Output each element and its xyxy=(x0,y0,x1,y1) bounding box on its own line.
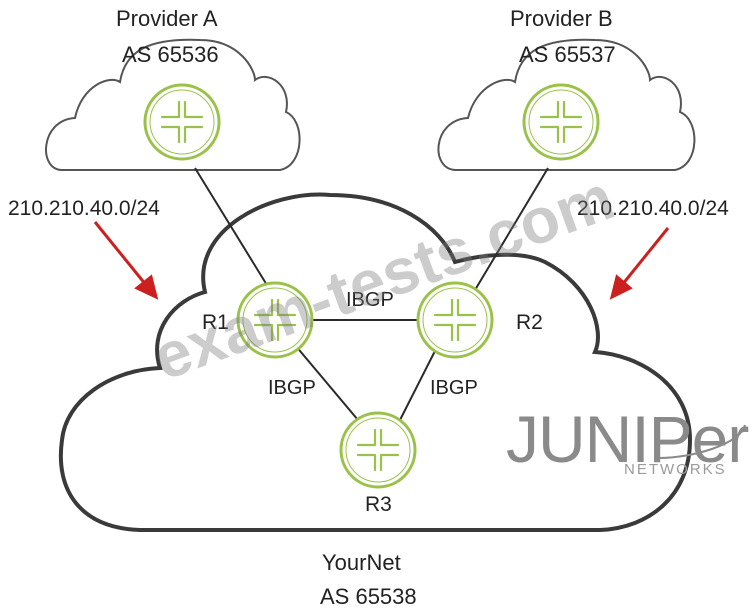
juniper-logo-swoosh xyxy=(659,424,746,459)
provider-b-as: AS 65537 xyxy=(519,42,616,67)
link-providerB-r2 xyxy=(474,167,549,291)
links-layer xyxy=(194,167,549,421)
ibgp-r1-r3-label: IBGP xyxy=(268,377,316,399)
juniper-logo-networks: NETWORKS xyxy=(624,461,727,478)
router-provider-b[interactable] xyxy=(522,83,600,161)
provider-b-name: Provider B xyxy=(510,6,613,31)
r2-label: R2 xyxy=(516,311,543,334)
router-r3[interactable] xyxy=(339,411,417,489)
arrow-right xyxy=(620,227,670,286)
prefix-left-label: 210.210.40.0/24 xyxy=(8,197,160,220)
provider-a-name: Provider A xyxy=(116,6,218,31)
arrow-left-head xyxy=(134,274,159,300)
r1-label: R1 xyxy=(202,311,229,334)
router-provider-a[interactable] xyxy=(143,83,221,161)
yournet-name: YourNet xyxy=(322,550,401,575)
link-r1-r3 xyxy=(294,344,359,421)
link-providerA-r1 xyxy=(194,167,271,291)
yournet-cloud xyxy=(58,192,693,532)
prefix-right-label: 210.210.40.0/24 xyxy=(577,197,729,220)
ibgp-r1-r2-label: IBGP xyxy=(346,289,394,311)
yournet-as: AS 65538 xyxy=(320,584,417,609)
r3-label: R3 xyxy=(365,493,392,516)
router-r1[interactable] xyxy=(236,281,314,359)
juniper-logo-text: JUNIPer xyxy=(506,402,749,476)
arrows-layer xyxy=(93,221,670,300)
arrow-right-head xyxy=(609,274,633,300)
arrow-left xyxy=(93,221,148,286)
link-r2-r3 xyxy=(399,344,439,421)
provider-a-as: AS 65536 xyxy=(122,42,219,67)
router-r2[interactable] xyxy=(416,281,494,359)
ibgp-r2-r3-label: IBGP xyxy=(430,377,478,399)
